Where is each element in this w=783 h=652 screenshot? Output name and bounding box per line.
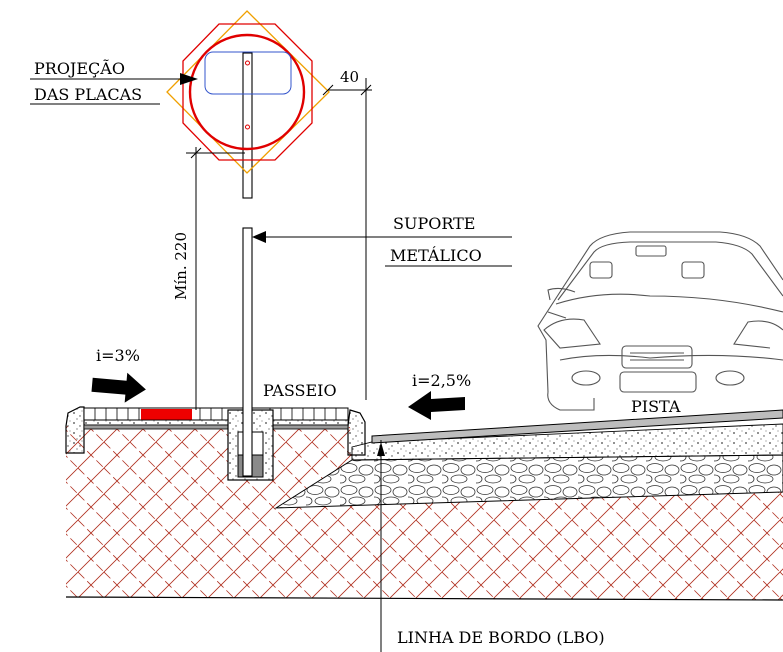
circle-sign-outline <box>188 33 306 151</box>
road-slope-label: i=2,5% <box>412 371 471 390</box>
rectangle-sign-outline <box>204 51 292 95</box>
road-surface <box>371 409 783 444</box>
edge-line-label: LINHA DE BORDO (LBO) <box>397 628 605 647</box>
height-dimension <box>186 147 245 410</box>
projection-leader <box>30 73 198 105</box>
edge-line-marker <box>377 440 385 652</box>
projection-label-line1: PROJEÇÃO <box>34 58 125 78</box>
offset-dimension-label: 40 <box>340 68 359 86</box>
arrow-icon <box>408 391 465 420</box>
road-label: PISTA <box>631 397 681 416</box>
sidewalk-slope-label: i=3% <box>96 346 140 365</box>
diamond-sign-outline <box>166 10 330 174</box>
projection-label-line2: DAS PLACAS <box>34 85 142 104</box>
sidewalk <box>65 406 366 456</box>
min-height-label: Mín. 220 <box>172 232 190 300</box>
offset-dimension <box>322 78 372 400</box>
road-subbase-layer <box>351 423 783 461</box>
car-icon <box>537 231 783 411</box>
sidewalk-label: PASSEIO <box>263 381 337 400</box>
support-label-line1: SUPORTE <box>393 214 475 233</box>
sidewalk-marker <box>141 409 192 420</box>
road-base-layer <box>274 454 783 509</box>
support-leader <box>252 231 512 267</box>
arrow-icon <box>91 372 146 403</box>
metal-post <box>242 52 253 477</box>
support-label-line2: METÁLICO <box>390 245 482 265</box>
